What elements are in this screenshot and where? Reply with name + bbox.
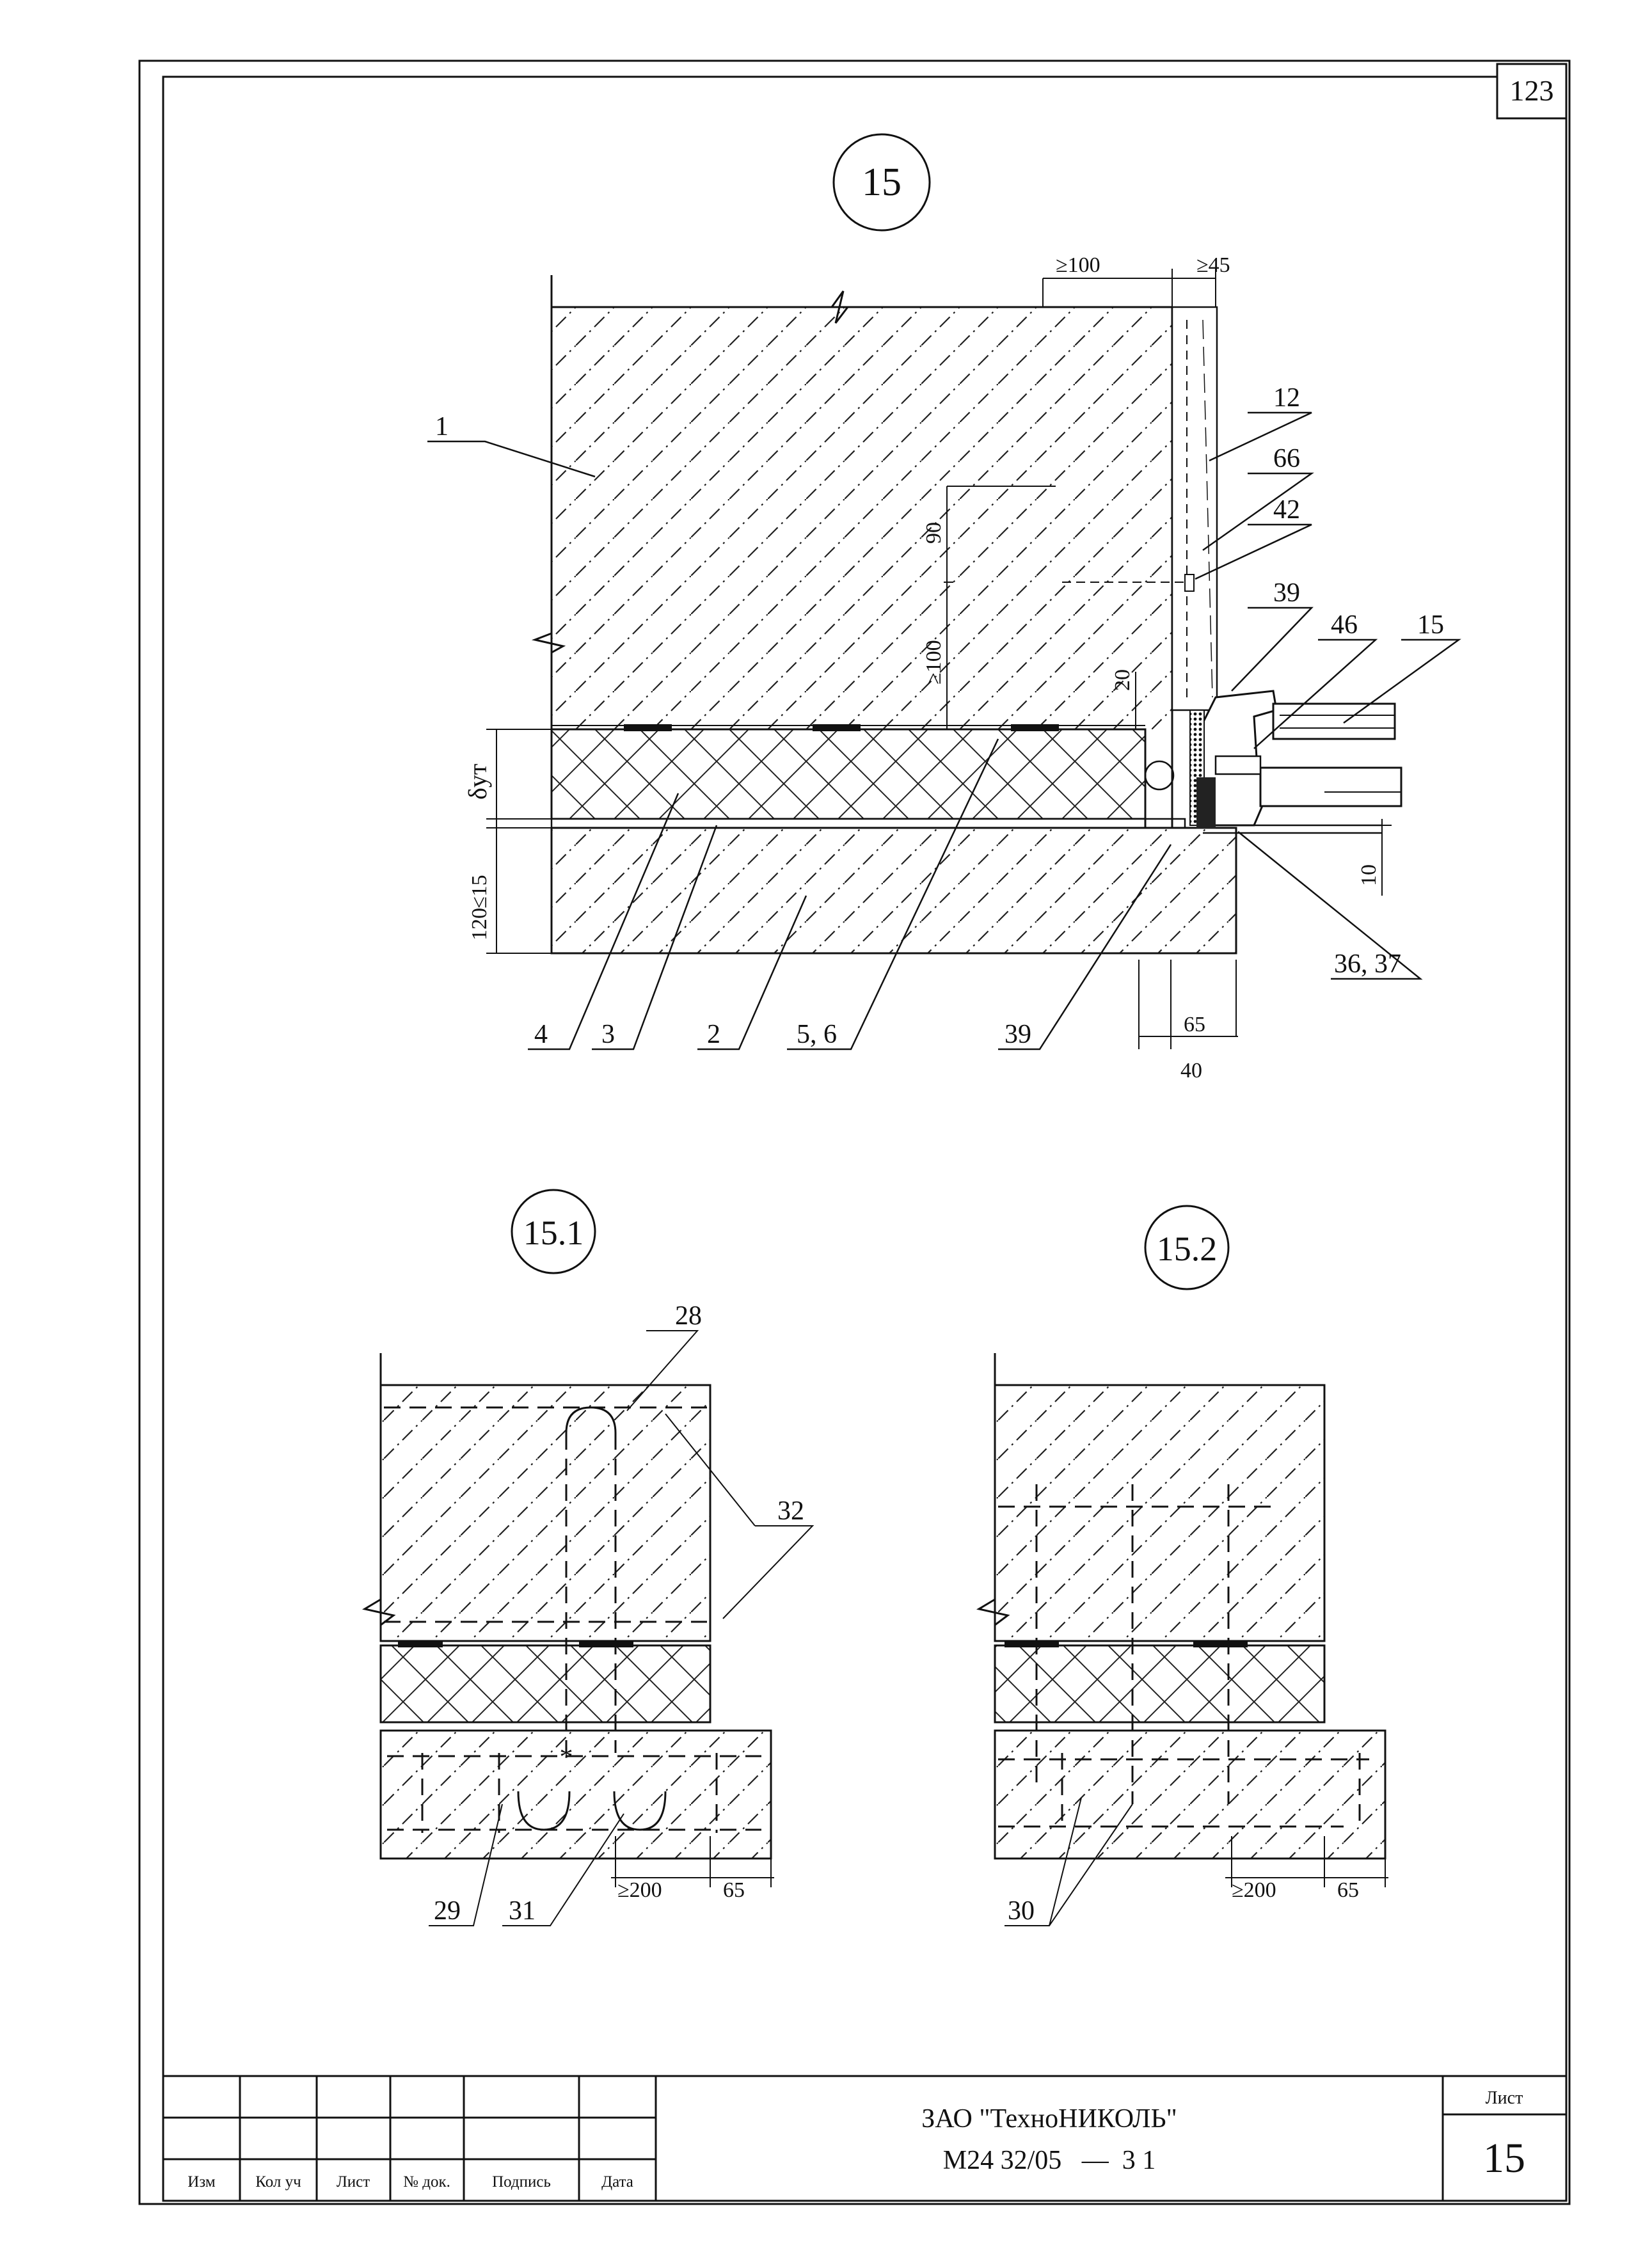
callout-42: 42 bbox=[1273, 495, 1300, 525]
facade-finish-layer bbox=[1171, 306, 1218, 711]
window-frame-profile bbox=[1202, 690, 1402, 827]
detail2-dim-65: 65 bbox=[1337, 1878, 1359, 1902]
callout-66: 66 bbox=[1273, 444, 1300, 473]
dim-100: ≥100 bbox=[922, 640, 946, 685]
detail2-circle-marker bbox=[1144, 1205, 1230, 1290]
insulation-layer bbox=[550, 728, 1147, 820]
dim-top-45: ≥45 bbox=[1196, 253, 1230, 277]
callout-31: 31 bbox=[509, 1896, 536, 1926]
floor-slab bbox=[550, 827, 1237, 955]
corner-number: 123 bbox=[1510, 74, 1554, 107]
title-block bbox=[163, 2075, 1566, 2201]
detail2-circle-label: 15.2 bbox=[1157, 1230, 1218, 1268]
detail1-slab bbox=[379, 1729, 772, 1860]
callout-2: 2 bbox=[707, 1020, 720, 1049]
callout-29: 29 bbox=[434, 1896, 461, 1926]
callout-5-6: 5, 6 bbox=[797, 1020, 837, 1049]
detail1-circle-marker bbox=[511, 1189, 596, 1274]
header-n-dok: № док. bbox=[403, 2173, 450, 2191]
dim-65: 65 bbox=[1184, 1013, 1205, 1036]
detail-15-1: 15.1 * bbox=[362, 1189, 814, 1926]
main-view-15: 15 bbox=[427, 133, 1461, 1082]
detail2-wall bbox=[994, 1384, 1326, 1642]
detail1-circle-label: 15.1 bbox=[523, 1214, 584, 1252]
header-data: Дата bbox=[601, 2173, 633, 2191]
callout-28: 28 bbox=[675, 1301, 702, 1331]
detail1-dim-65: 65 bbox=[723, 1878, 745, 1902]
callout-46: 46 bbox=[1331, 610, 1358, 640]
dim-20: 20 bbox=[1111, 669, 1134, 691]
dim-top-100: ≥100 bbox=[1056, 253, 1100, 277]
detail2-slab bbox=[994, 1729, 1386, 1860]
header-list: Лист bbox=[337, 2173, 370, 2191]
header-podpis: Подпись bbox=[492, 2173, 551, 2191]
callout-39-bottom: 39 bbox=[1005, 1020, 1031, 1049]
callout-4: 4 bbox=[534, 1020, 548, 1049]
detail1-insulation bbox=[379, 1644, 711, 1724]
sheet-label: Лист bbox=[1486, 2088, 1523, 2108]
company-name: ЗАО "ТехноНИКОЛЬ" bbox=[921, 2104, 1177, 2134]
dim-10: 10 bbox=[1357, 864, 1381, 886]
main-circle-label: 15 bbox=[862, 161, 901, 204]
main-circle-marker bbox=[832, 133, 931, 232]
callout-1: 1 bbox=[435, 412, 449, 441]
document-code: М24 32/05 — 3 1 bbox=[943, 2146, 1156, 2175]
detail2-insulation bbox=[994, 1644, 1326, 1724]
inner-frame bbox=[162, 75, 1568, 2202]
header-izm: Изм bbox=[187, 2173, 216, 2191]
dim-90: 90 bbox=[922, 522, 946, 544]
callout-39-top: 39 bbox=[1273, 578, 1300, 608]
callout-36-37: 36, 37 bbox=[1334, 949, 1401, 979]
header-kol-uch: Кол уч bbox=[255, 2173, 301, 2191]
corner-number-box: 123 bbox=[1496, 63, 1568, 120]
wall-section bbox=[552, 307, 1172, 729]
sealing-cord bbox=[1144, 760, 1175, 791]
detail2-dim-200: ≥200 bbox=[1232, 1878, 1276, 1902]
dim-delta-ut: δут bbox=[463, 764, 492, 800]
callout-32: 32 bbox=[777, 1496, 804, 1526]
dim-120: 120 bbox=[468, 908, 491, 940]
sheet-number: 15 bbox=[1483, 2135, 1525, 2182]
outer-frame bbox=[138, 59, 1571, 2205]
callout-15: 15 bbox=[1417, 610, 1444, 640]
callout-30: 30 bbox=[1008, 1896, 1035, 1926]
svg-text:*: * bbox=[560, 1743, 573, 1772]
detail-15-2: 15.2 ≥200 65 30 bbox=[976, 1205, 1388, 1926]
dim-40: 40 bbox=[1180, 1059, 1202, 1082]
levelling-layer bbox=[550, 818, 1186, 829]
title-block-headers: Изм Кол уч Лист № док. Подпись Дата bbox=[187, 2173, 633, 2191]
callout-3: 3 bbox=[601, 1020, 615, 1049]
callout-12: 12 bbox=[1273, 383, 1300, 413]
dim-le15: ≤15 bbox=[468, 875, 491, 908]
detail1-dim-200: ≥200 bbox=[617, 1878, 662, 1902]
detail1-wall bbox=[379, 1384, 711, 1642]
